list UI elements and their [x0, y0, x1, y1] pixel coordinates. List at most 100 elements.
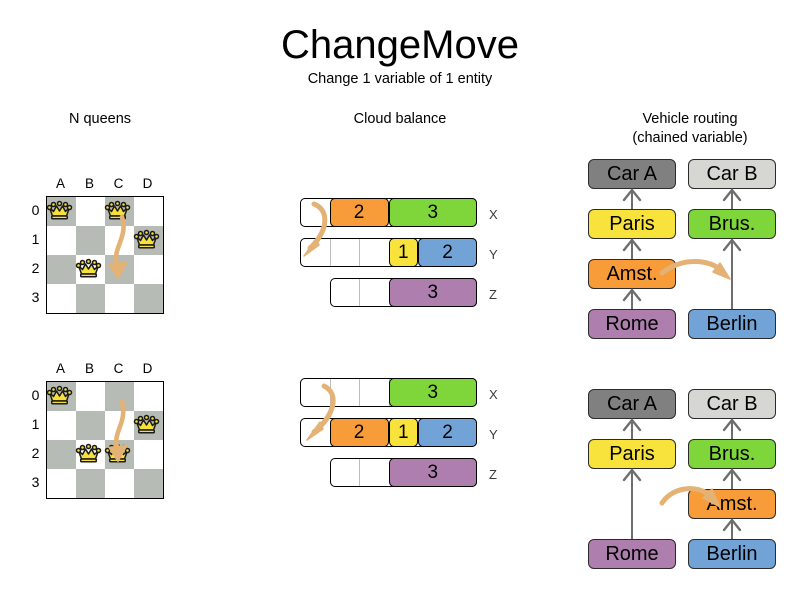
chess-cell-C1[interactable]: [105, 226, 134, 255]
chess-cell-D1[interactable]: [133, 411, 163, 440]
vrp-arrowhead-icon: [622, 188, 642, 202]
page-subtitle: Change 1 variable of 1 entity: [307, 71, 493, 87]
vrp-arrowhead-icon: [622, 238, 642, 252]
vrp-node-amst[interactable]: Amst.: [588, 259, 676, 289]
chess-cell-C0[interactable]: [104, 197, 134, 226]
chess-cell-A2[interactable]: [47, 255, 76, 284]
chess-cell-A2[interactable]: [47, 440, 76, 469]
board-file-label-d: D: [142, 176, 153, 191]
chess-cell-B1[interactable]: [76, 226, 105, 255]
cloud-computer-label-z: Z: [489, 287, 497, 302]
cloud-process-y-1[interactable]: 1: [388, 418, 418, 447]
chess-cell-A0[interactable]: [46, 382, 76, 411]
queen-icon: [75, 443, 102, 463]
chess-cell-A1[interactable]: [47, 226, 76, 255]
cloud-computer-label-z: Z: [489, 467, 497, 482]
vrp-node-berlin[interactable]: Berlin: [688, 539, 776, 569]
chess-cell-A3[interactable]: [47, 284, 76, 313]
chess-cell-B2[interactable]: [75, 440, 105, 469]
board-rank-label-3: 3: [31, 474, 40, 490]
cloud-process-x-0[interactable]: 3: [388, 378, 477, 407]
chess-cell-C1[interactable]: [105, 411, 134, 440]
chess-cell-D3[interactable]: [134, 284, 163, 313]
vrp-node-rome[interactable]: Rome: [588, 309, 676, 339]
chess-cell-A0[interactable]: [46, 197, 76, 226]
vrp-node-berlin[interactable]: Berlin: [688, 309, 776, 339]
chess-cell-B1[interactable]: [76, 411, 105, 440]
vrp-node-car-a[interactable]: Car A: [588, 389, 676, 419]
chess-cell-D3[interactable]: [134, 469, 163, 498]
vrp-node-car-b[interactable]: Car B: [688, 389, 776, 419]
vrp-link-rome-amst: [630, 289, 634, 309]
chess-cell-B0[interactable]: [76, 382, 105, 411]
cloud-empty-unit: [331, 459, 360, 486]
board-rank-label-3: 3: [31, 289, 40, 305]
cloud-empty-unit: [301, 379, 331, 406]
chess-cell-D0[interactable]: [134, 382, 163, 411]
chess-cell-B2[interactable]: [75, 255, 105, 284]
column-heading-cloud-balance: Cloud balance: [353, 111, 447, 127]
cloud-process-z-0[interactable]: 3: [388, 278, 477, 307]
cloud-process-z-0[interactable]: 3: [388, 458, 477, 487]
vrp-link-brus-car-b: [730, 419, 734, 439]
cloud-process-y-0[interactable]: 1: [388, 238, 418, 267]
vrp-node-paris[interactable]: Paris: [588, 439, 676, 469]
queen-icon: [104, 200, 131, 220]
chess-cell-C0[interactable]: [105, 382, 134, 411]
vrp-node-paris[interactable]: Paris: [588, 209, 676, 239]
cloud-empty-unit: [360, 379, 390, 406]
chess-cell-D2[interactable]: [134, 440, 163, 469]
cloud-process-x-0[interactable]: 2: [329, 198, 389, 227]
chess-cell-D0[interactable]: [134, 197, 163, 226]
cloud-empty-unit: [301, 239, 331, 266]
cloud-process-y-2[interactable]: 2: [418, 418, 477, 447]
cloud-empty-unit: [331, 279, 360, 306]
queen-icon: [46, 385, 73, 405]
vrp-arrowhead-icon: [722, 238, 742, 252]
vrp-heading-line1: Vehicle routing: [642, 111, 738, 127]
chess-cell-D2[interactable]: [134, 255, 163, 284]
chess-cell-A3[interactable]: [47, 469, 76, 498]
chess-cell-C3[interactable]: [105, 284, 134, 313]
board-rank-label-1: 1: [31, 231, 40, 247]
cloud-process-x-1[interactable]: 3: [388, 198, 477, 227]
vrp-arrowhead-icon: [722, 468, 742, 482]
vrp-heading-line2: (chained variable): [632, 130, 748, 146]
chess-cell-C2[interactable]: [105, 255, 134, 284]
chess-cell-D1[interactable]: [133, 226, 163, 255]
board-rank-label-0: 0: [31, 387, 40, 403]
vrp-node-car-b[interactable]: Car B: [688, 159, 776, 189]
chess-cell-C2[interactable]: [104, 440, 134, 469]
vrp-node-brus[interactable]: Brus.: [688, 439, 776, 469]
vrp-node-brus[interactable]: Brus.: [688, 209, 776, 239]
queen-icon: [133, 229, 160, 249]
vrp-link-amst-paris: [630, 239, 634, 259]
vrp-arrowhead-icon: [622, 288, 642, 302]
vrp-arrowhead-icon: [622, 418, 642, 432]
vrp-link-berlin-brus: [730, 239, 734, 309]
chess-grid: [46, 196, 164, 314]
board-rank-label-0: 0: [31, 202, 40, 218]
vrp-arrowhead-icon: [722, 418, 742, 432]
column-heading-n-queens: N queens: [68, 111, 132, 127]
vrp-link-amst-brus: [730, 469, 734, 489]
vrp-node-car-a[interactable]: Car A: [588, 159, 676, 189]
chess-cell-A1[interactable]: [47, 411, 76, 440]
cloud-process-y-1[interactable]: 2: [418, 238, 477, 267]
vrp-node-rome[interactable]: Rome: [588, 539, 676, 569]
vrp-arrowhead-icon: [622, 468, 642, 482]
chess-cell-B3[interactable]: [76, 284, 105, 313]
board-file-label-c: C: [113, 361, 124, 376]
vrp-link-brus-car-b: [730, 189, 734, 209]
vrp-node-amst[interactable]: Amst.: [688, 489, 776, 519]
cloud-process-y-0[interactable]: 2: [329, 418, 389, 447]
chess-cell-B0[interactable]: [76, 197, 105, 226]
board-file-label-c: C: [113, 176, 124, 191]
queen-icon: [46, 200, 73, 220]
chess-cell-C3[interactable]: [105, 469, 134, 498]
chess-cell-B3[interactable]: [76, 469, 105, 498]
